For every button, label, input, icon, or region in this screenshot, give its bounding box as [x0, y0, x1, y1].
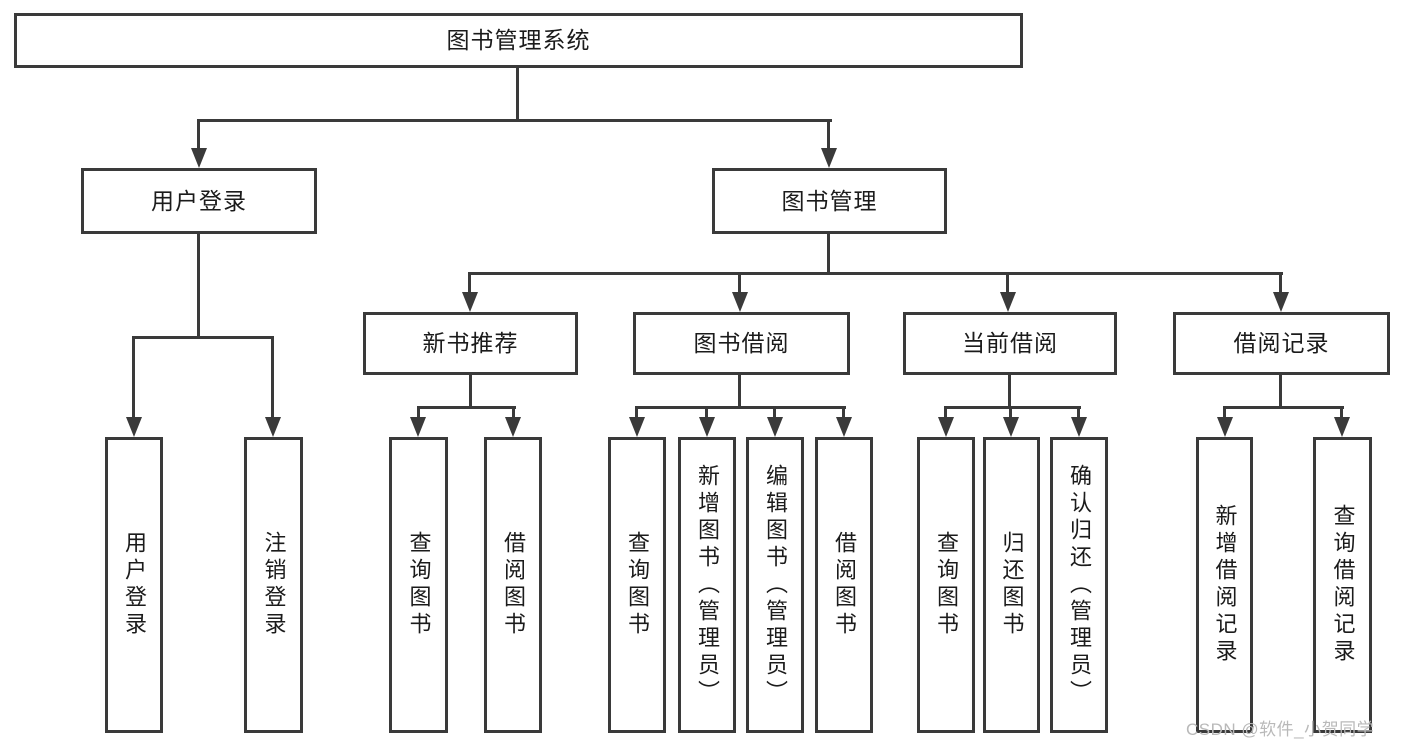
- connector-bookmgmt-stem: [827, 233, 830, 274]
- leaf-confirm-return-admin: 确认归还（管理员）: [1050, 437, 1108, 733]
- connector-root-split: [197, 119, 832, 122]
- node-user-login: 用户登录: [81, 168, 317, 234]
- connector-stub: [417, 409, 420, 419]
- leaf-return-books: 归还图书: [983, 437, 1040, 733]
- arrowhead-down-icon: [938, 417, 954, 437]
- connector-split: [1223, 406, 1344, 409]
- arrowhead-down-icon: [126, 417, 142, 437]
- connector-stem: [469, 375, 472, 408]
- connector-stub: [512, 409, 515, 419]
- leaf-label: 确认归还（管理员）: [1067, 463, 1092, 707]
- arrowhead-down-icon: [821, 148, 837, 168]
- leaf-label: 借阅图书: [832, 531, 857, 639]
- connector-stub: [1279, 275, 1282, 294]
- connector-stub: [468, 275, 471, 294]
- leaf-label: 查询图书: [406, 531, 432, 639]
- connector-stub: [1340, 409, 1343, 419]
- arrowhead-down-icon: [265, 417, 281, 437]
- leaf-label: 新增借阅记录: [1212, 504, 1238, 666]
- connector-stub: [1077, 409, 1080, 419]
- arrowhead-down-icon: [629, 417, 645, 437]
- leaf-logout: 注销登录: [244, 437, 303, 733]
- leaf-add-book-admin: 新增图书（管理员）: [678, 437, 736, 733]
- csdn-watermark: CSDN @软件_小贺同学: [1186, 720, 1375, 739]
- arrowhead-down-icon: [191, 148, 207, 168]
- connector-stub: [944, 409, 947, 419]
- leaf-user-login: 用户登录: [105, 437, 163, 733]
- connector-stub: [635, 409, 638, 419]
- arrowhead-down-icon: [505, 417, 521, 437]
- leaf-label: 查询借阅记录: [1330, 504, 1356, 666]
- leaf-query-books-recommend: 查询图书: [389, 437, 448, 733]
- leaf-query-books-current: 查询图书: [917, 437, 975, 733]
- leaf-label: 新增图书（管理员）: [695, 463, 720, 707]
- arrowhead-down-icon: [1334, 417, 1350, 437]
- connector-stub: [132, 339, 135, 419]
- connector-stub: [842, 409, 845, 419]
- connector-stem: [1008, 375, 1011, 408]
- node-book-management: 图书管理: [712, 168, 947, 234]
- arrowhead-down-icon: [1000, 292, 1016, 312]
- connector-stub: [738, 275, 741, 294]
- connector-stub: [705, 409, 708, 419]
- connector-stub: [1006, 275, 1009, 294]
- arrowhead-down-icon: [1003, 417, 1019, 437]
- node-library-system: 图书管理系统: [14, 13, 1023, 68]
- leaf-borrow-books: 借阅图书: [815, 437, 873, 733]
- leaf-label: 注销登录: [261, 531, 287, 639]
- connector-split: [635, 406, 846, 409]
- connector-stub: [1009, 409, 1012, 419]
- arrowhead-down-icon: [1273, 292, 1289, 312]
- node-borrowing-records: 借阅记录: [1173, 312, 1390, 375]
- arrowhead-down-icon: [462, 292, 478, 312]
- connector-stub: [197, 122, 200, 150]
- arrowhead-down-icon: [1217, 417, 1233, 437]
- arrowhead-down-icon: [836, 417, 852, 437]
- leaf-label: 查询图书: [625, 531, 650, 639]
- connector-stub: [271, 339, 274, 419]
- connector-stem: [738, 375, 741, 408]
- node-book-borrowing: 图书借阅: [633, 312, 850, 375]
- leaf-label: 归还图书: [999, 531, 1025, 639]
- leaf-label: 借阅图书: [501, 531, 526, 639]
- leaf-label: 用户登录: [122, 531, 147, 639]
- arrowhead-down-icon: [767, 417, 783, 437]
- connector-userlogin-stem: [197, 234, 200, 338]
- arrowhead-down-icon: [732, 292, 748, 312]
- connector-root-stem: [516, 66, 519, 122]
- leaf-add-borrow-record: 新增借阅记录: [1196, 437, 1253, 733]
- leaf-edit-book-admin: 编辑图书（管理员）: [746, 437, 804, 733]
- leaf-label: 查询图书: [934, 531, 959, 639]
- arrowhead-down-icon: [699, 417, 715, 437]
- connector-bookmgmt-split: [468, 272, 1283, 275]
- connector-split: [944, 406, 1081, 409]
- arrowhead-down-icon: [1071, 417, 1087, 437]
- connector-stub: [827, 122, 830, 150]
- connector-stem: [1279, 375, 1282, 408]
- node-new-book-recommend: 新书推荐: [363, 312, 578, 375]
- connector-stub: [1223, 409, 1226, 419]
- node-current-borrowing: 当前借阅: [903, 312, 1117, 375]
- connector-userlogin-split: [132, 336, 274, 339]
- connector-stub: [773, 409, 776, 419]
- leaf-borrow-books-recommend: 借阅图书: [484, 437, 542, 733]
- connector-split: [417, 406, 516, 409]
- leaf-query-books-borrowing: 查询图书: [608, 437, 666, 733]
- leaf-label: 编辑图书（管理员）: [763, 463, 788, 707]
- leaf-query-borrow-record: 查询借阅记录: [1313, 437, 1372, 733]
- arrowhead-down-icon: [410, 417, 426, 437]
